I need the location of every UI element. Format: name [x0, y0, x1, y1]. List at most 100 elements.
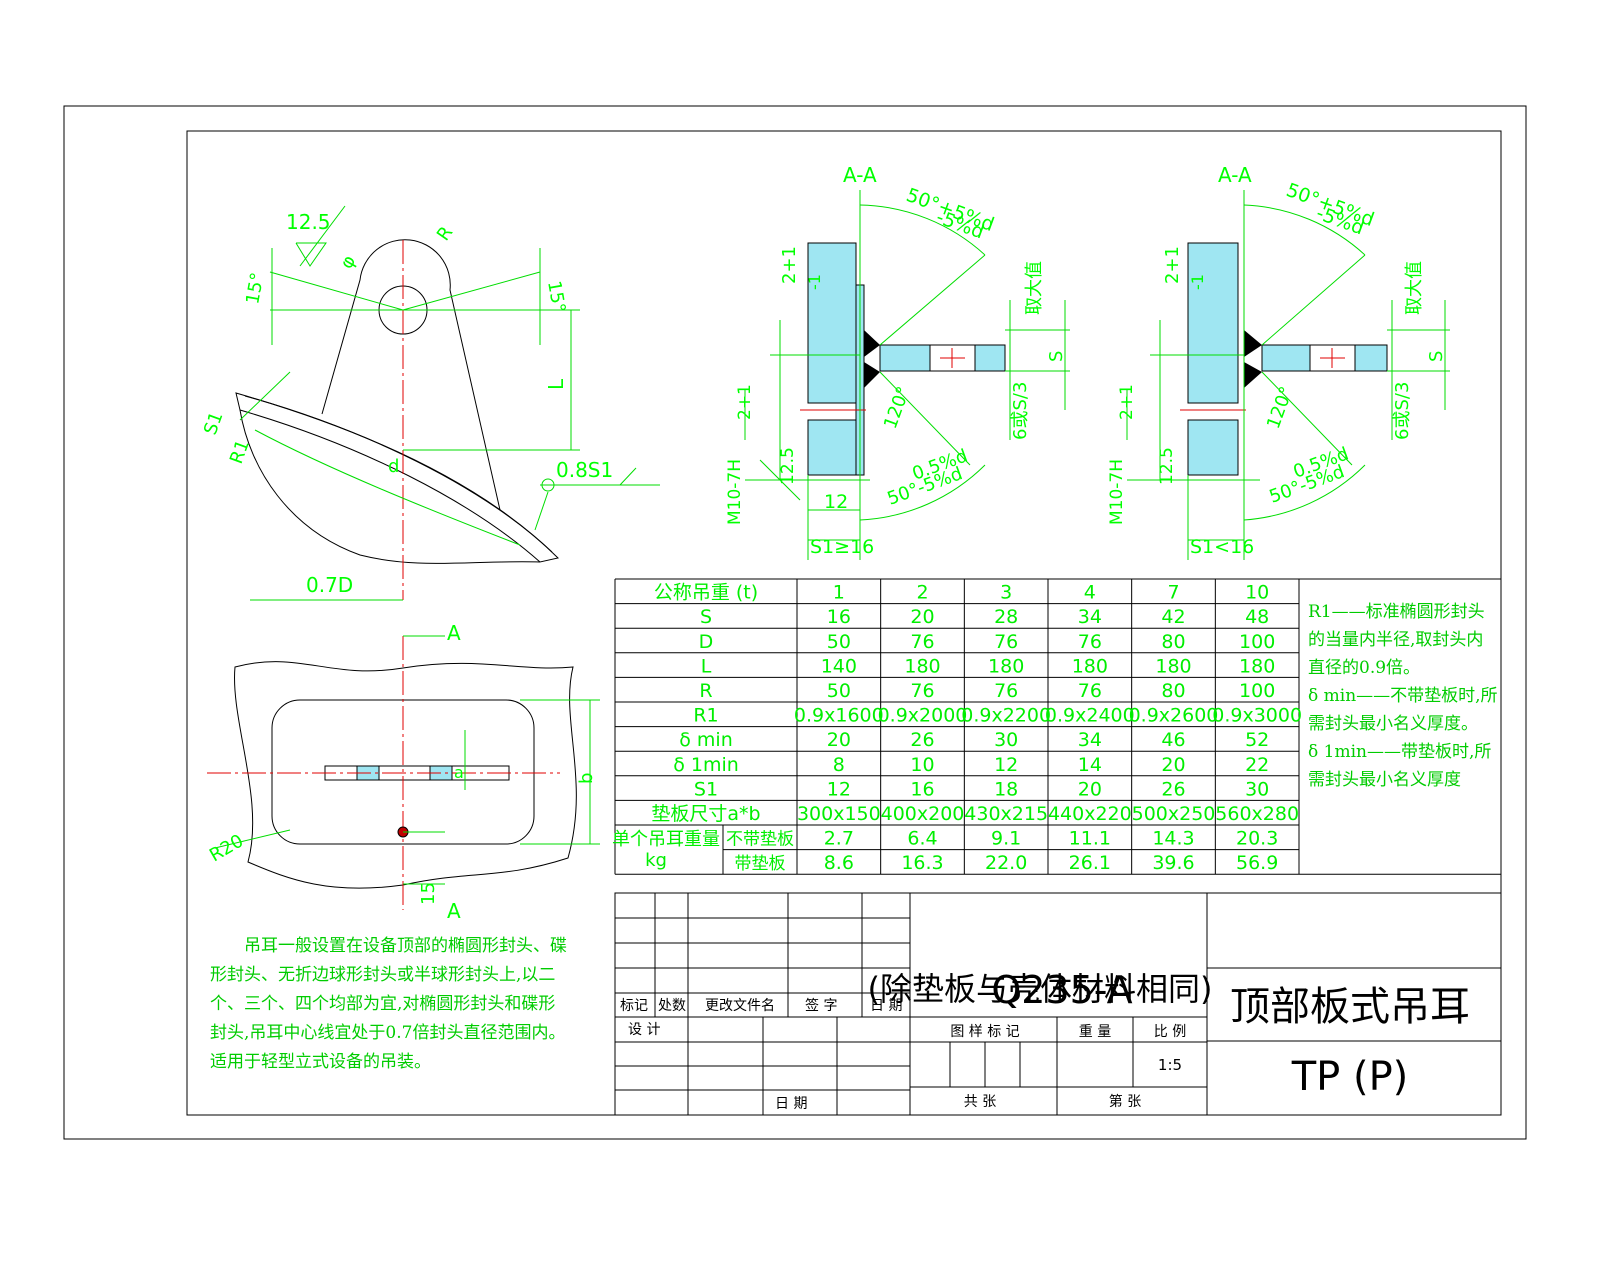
table-cell: 28: [994, 606, 1018, 628]
svg-text:M10-7H: M10-7H: [725, 459, 745, 525]
table-cell: 76: [1078, 631, 1102, 653]
material-note: (除垫板与壳体材料相同): [868, 970, 1213, 1008]
header-mark: 标记: [620, 998, 648, 1014]
table-cell: 300x150: [797, 803, 881, 825]
weight-cell: 6.4: [907, 828, 937, 850]
svg-text:12: 12: [824, 491, 848, 513]
weight-cell: 11.1: [1069, 828, 1111, 850]
table-cell: 50: [827, 680, 851, 702]
table-cell: 76: [1078, 680, 1102, 702]
table-cell: 400x200: [881, 803, 965, 825]
svg-text:15: 15: [418, 882, 439, 905]
lug-plan-view: [207, 635, 600, 910]
weight-row-label: 不带垫板: [726, 830, 794, 850]
svg-text:6或S/3: 6或S/3: [1392, 382, 1413, 440]
svg-text:S: S: [1426, 351, 1447, 362]
svg-text:R: R: [433, 223, 457, 245]
svg-text:M10-7H: M10-7H: [1107, 459, 1127, 525]
outer-border: [63, 105, 1527, 1140]
table-row-label: L: [701, 655, 712, 677]
table-header-cell: 4: [1084, 582, 1096, 604]
table-cell: 0.9x2000: [878, 705, 968, 727]
svg-text:取大值: 取大值: [1024, 261, 1045, 315]
table-header-label: 公称吊重 (t): [654, 582, 758, 604]
weight-row-label: 带垫板: [735, 854, 786, 874]
side-note-r1: R1——标准椭圆形封头的当量内半径,取封头内直径的0.9倍。: [1308, 602, 1485, 678]
table-cell: 560x280: [1215, 803, 1299, 825]
table-cell: 80: [1161, 631, 1185, 653]
table-header-cell: 10: [1245, 582, 1269, 604]
table-row-label: D: [699, 631, 714, 653]
table-cell: 52: [1245, 729, 1269, 751]
table-row-label: R1: [693, 705, 718, 727]
svg-text:A: A: [447, 899, 461, 923]
table-cell: 26: [910, 729, 934, 751]
table-cell: 76: [994, 680, 1018, 702]
weight-label-tb: 重 量: [1079, 1024, 1111, 1040]
table-header-cell: 2: [916, 582, 928, 604]
table-cell: 8: [833, 754, 845, 776]
weight-label-cells: 单个吊耳重量 kg: [612, 829, 720, 871]
svg-text:12.5: 12.5: [778, 447, 798, 485]
header-signature: 签 字: [805, 997, 837, 1014]
sheet-no: 第 张: [1109, 1093, 1141, 1110]
table-cell: 500x250: [1132, 803, 1216, 825]
section-aa-left: [744, 190, 1070, 560]
table-cell: 80: [1161, 680, 1185, 702]
table-row-label: S: [700, 606, 712, 628]
bottom-note: 吊耳一般设置在设备顶部的椭圆形封头、碟形封头、无折边球形封头或半球形封头上,以二…: [210, 932, 570, 1077]
header-date: 日 期: [870, 998, 902, 1014]
table-cell: 12: [994, 754, 1018, 776]
side-note-dmin: δ min——不带垫板时,所需封头最小名义厚度。: [1308, 686, 1498, 734]
table-cell: 30: [1245, 778, 1269, 800]
table-cell: 180: [1072, 655, 1108, 677]
table-cell: 30: [994, 729, 1018, 751]
weight-label: 单个吊耳重量: [612, 829, 720, 850]
fig-mark-label: 图 样 标 记: [950, 1024, 1019, 1040]
drawing-title: 顶部板式吊耳: [1230, 984, 1470, 1030]
table-cell: 0.9x3000: [1212, 705, 1302, 727]
table-header-cell: 3: [1000, 582, 1012, 604]
svg-text:-1: -1: [1188, 274, 1207, 290]
table-cell: 10: [910, 754, 934, 776]
table-cell: 42: [1161, 606, 1185, 628]
svg-text:0.7D: 0.7D: [306, 573, 353, 597]
svg-text:S: S: [1046, 351, 1067, 362]
title-block: 标记 处数 更改文件名 签 字 日 期 设 计 日 期 Q235-A (除垫板与…: [614, 892, 1502, 1116]
svg-text:15°: 15°: [242, 271, 268, 306]
svg-text:b: b: [576, 773, 597, 784]
material: Q235-A: [991, 968, 1132, 1012]
table-row-label: 垫板尺寸a*b: [651, 803, 760, 825]
table-cell: 0.9x1600: [794, 705, 884, 727]
svg-text:L: L: [544, 378, 568, 390]
svg-text:R1: R1: [226, 437, 254, 467]
svg-text:A-A: A-A: [1218, 163, 1252, 187]
table-cell: 46: [1161, 729, 1185, 751]
svg-text:R20: R20: [206, 830, 247, 866]
table-cell: 180: [904, 655, 940, 677]
table-cell: 34: [1078, 729, 1102, 751]
table-cell: 100: [1239, 680, 1275, 702]
svg-text:S1: S1: [200, 409, 228, 438]
drawing-sheet: 12.5 15° 15° φ R L S1 R1 d 0.8S1 0.7D A …: [63, 105, 1527, 1140]
svg-text:-1: -1: [805, 274, 824, 290]
table-header-cell: 7: [1167, 582, 1179, 604]
table-cell: 20: [1078, 778, 1102, 800]
design-label: 设 计: [628, 1022, 660, 1038]
table-cell: 20: [910, 606, 934, 628]
table-cell: 100: [1239, 631, 1275, 653]
table-cell: 16: [910, 778, 934, 800]
svg-text:0.8S1: 0.8S1: [556, 458, 613, 482]
table-cell: 12: [827, 778, 851, 800]
lug-front-view: [235, 205, 660, 601]
svg-text:2+1: 2+1: [1117, 384, 1137, 420]
side-note-d1min: δ 1min——带垫板时,所需封头最小名义厚度: [1308, 742, 1492, 790]
table-cell: 20: [1161, 754, 1185, 776]
scale-value: 1:5: [1158, 1056, 1182, 1074]
weight-cell: 22.0: [985, 852, 1027, 874]
section-aa-right: [1126, 190, 1450, 560]
weight-cell: 9.1: [991, 828, 1021, 850]
svg-text:A-A: A-A: [843, 163, 877, 187]
svg-text:d: d: [388, 456, 399, 477]
weight-cell: 14.3: [1152, 828, 1194, 850]
